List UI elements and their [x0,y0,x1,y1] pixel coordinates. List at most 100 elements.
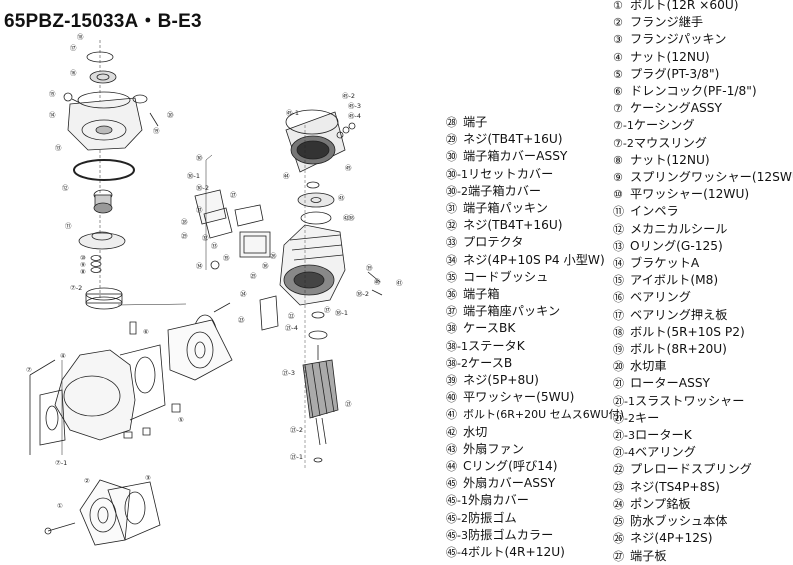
list-item: ㉑-4ベアリング [613,445,696,460]
callout-38: ㊳ [348,214,355,222]
callout-7: ⑦ [26,366,32,374]
callout-15: ⑮ [49,90,56,98]
list-item: ㉑-1スラストワッシャー [613,393,745,408]
callout-39: ㊴ [366,264,373,272]
list-item: ㉑-3ローターK [613,428,692,443]
callout-2: ② [84,477,90,485]
callout-25: ㉕ [250,272,257,280]
list-item: ㊺-2防振ゴム [446,510,517,525]
callout-26: ㉖ [270,252,277,260]
callout-37: ㊲ [324,306,331,314]
callout-35: ㉟ [223,254,230,262]
list-item: ㉚-1リセットカバー [446,166,554,181]
callout-7-1: ⑦-1 [55,459,67,467]
callout-3: ③ [145,474,151,482]
callout-27: ㉗ [230,191,237,199]
callout-16: ⑯ [70,69,77,77]
callout-13: ⑬ [55,144,62,152]
callout-4: ④ [60,352,66,360]
callout-5: ⑤ [178,416,184,424]
callout-45-3: ㊺-3 [348,102,361,110]
callout-28: ㉘ [181,218,188,226]
callout-41: ㊶ [396,279,403,287]
list-item: ⑦-2マウスリング [613,135,707,150]
callout-22: ㉒ [288,312,295,320]
callout-21-4: ㉑-4 [285,324,298,332]
list-item: ㊺-4ボルト(4R+12U) [446,545,565,560]
list-item: ㊺-3防振ゴムカラー [446,527,554,542]
callout-30: ㉚ [196,154,203,162]
callout-12: ⑫ [62,184,69,192]
diagram-title: 65PBZ-15033A・B-E3 [4,11,202,32]
list-item: ㉑-2キー [613,410,660,425]
callout-34: ㉞ [196,262,203,270]
callout-45: ㊺ [345,164,352,172]
callout-19: ⑲ [153,127,160,135]
callout-33: ㉝ [211,242,218,250]
callout-20: ⑳ [167,111,174,119]
list-item: ㊺-1外扇カバー [446,493,529,508]
callout-31: ㉛ [196,206,203,214]
callout-43: ㊸ [338,194,345,202]
callout-10: ⑩ [80,254,86,262]
callout-36: ㊱ [262,262,269,270]
callout-7-2: ⑦-2 [70,284,82,292]
callout-21-2: ㉑-2 [290,426,303,434]
list-item: ㊳-1ステータK [446,338,525,353]
callout-30-2: ㉚-2 [196,184,209,192]
list-item: ㉚-2端子箱カバー [446,183,542,198]
callout-11: ⑪ [65,222,72,230]
callout-21-3: ㉑-3 [282,369,295,377]
callout-45-1: ㊺-1 [286,109,299,117]
callout-45-2: ㊺-2 [342,92,355,100]
callout-30-1: ㉚-1 [187,172,200,180]
callout-38-2: ㊳-2 [356,290,369,298]
callout-32: ㉜ [202,234,209,242]
callout-29: ㉙ [181,232,188,240]
callout-23: ㉓ [238,316,245,324]
callout-40: ㊵ [374,278,381,286]
list-item: ⑦-1ケーシング [613,118,695,133]
